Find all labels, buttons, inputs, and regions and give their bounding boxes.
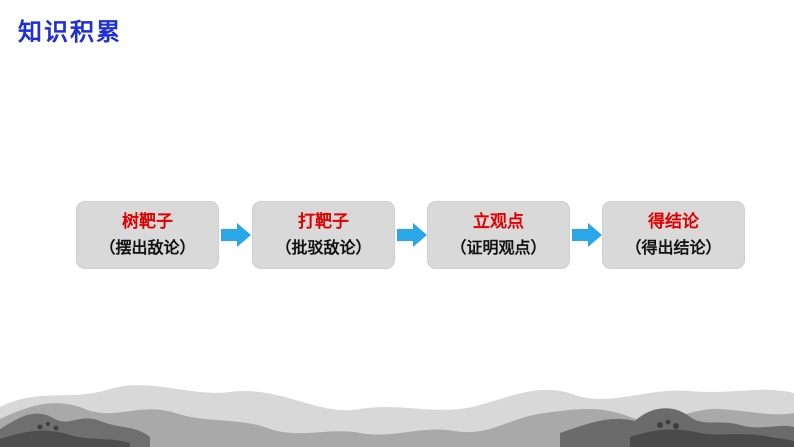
step-box-4: 得结论 （得出结论） xyxy=(602,201,745,269)
ink-mountain-landscape xyxy=(0,347,794,447)
step-desc-1: （摆出敌论） xyxy=(99,238,196,257)
step-box-1: 树靶子 （摆出敌论） xyxy=(76,201,219,269)
step-box-3: 立观点 （证明观点） xyxy=(427,201,570,269)
right-arrow-icon xyxy=(221,223,251,247)
step-title-1: 树靶子 xyxy=(122,212,173,232)
step-desc-4: （得出结论） xyxy=(625,238,722,257)
step-title-4: 得结论 xyxy=(648,212,699,232)
step-title-3: 立观点 xyxy=(473,212,524,232)
step-title-2: 打靶子 xyxy=(298,212,349,232)
step-desc-3: （证明观点） xyxy=(450,238,547,257)
page-title: 知识积累 xyxy=(18,18,122,46)
right-arrow-icon xyxy=(397,223,427,247)
step-box-2: 打靶子 （批驳敌论） xyxy=(252,201,395,269)
step-desc-2: （批驳敌论） xyxy=(275,238,372,257)
right-arrow-icon xyxy=(572,223,602,247)
